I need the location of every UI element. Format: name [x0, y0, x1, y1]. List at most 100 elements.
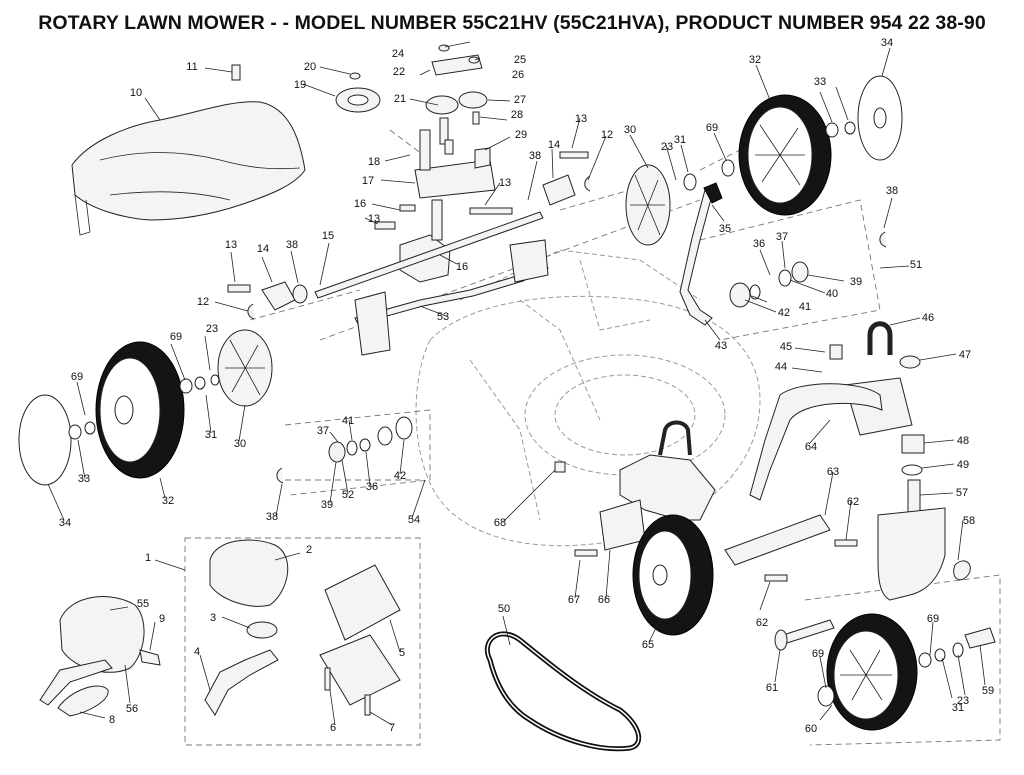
drive-belt-icon: [484, 631, 642, 752]
part-number-label: 45: [780, 341, 792, 353]
part-number-label: 34: [59, 517, 71, 529]
part-number-label: 33: [814, 76, 826, 88]
part-number-label: 34: [881, 37, 893, 49]
part-number-label: 33: [78, 473, 90, 485]
part-number-label: 60: [805, 723, 817, 735]
part-number-label: 20: [304, 61, 316, 73]
front-axle-parts: [749, 321, 925, 501]
part-number-label: 23: [206, 323, 218, 335]
part-number-label: 39: [321, 499, 333, 511]
part-number-label: 5: [399, 647, 405, 659]
part-number-label: 57: [956, 487, 968, 499]
part-number-label: 16: [354, 198, 366, 210]
part-number-label: 42: [778, 307, 790, 319]
part-number-label: 49: [957, 459, 969, 471]
part-number-label: 38: [886, 185, 898, 197]
part-number-label: 6: [330, 722, 336, 734]
part-number-label: 37: [317, 425, 329, 437]
part-number-label: 2: [306, 544, 312, 556]
gearbox-bracket-parts: [374, 129, 589, 230]
axle-rod-part: [354, 239, 549, 356]
part-number-label: 43: [715, 340, 727, 352]
part-number-label: 31: [674, 134, 686, 146]
diagram-title: ROTARY LAWN MOWER - - MODEL NUMBER 55C21…: [38, 12, 986, 34]
part-number-label: 25: [514, 54, 526, 66]
part-number-label: 11: [186, 61, 197, 73]
part-number-label: 13: [499, 177, 511, 189]
part-number-label: 14: [257, 243, 269, 255]
part-number-label: 64: [805, 441, 817, 453]
axle-gearbox-parts: [227, 174, 576, 311]
part-number-label: 7: [389, 722, 395, 734]
part-number-label: 18: [368, 156, 380, 168]
part-number-label: 14: [548, 139, 560, 151]
part-number-label: 48: [957, 435, 969, 447]
assembly-group-lines: [184, 129, 1001, 746]
height-bracket-parts: [877, 479, 971, 601]
part-number-label: 54: [408, 514, 420, 526]
part-number-label: 23: [661, 141, 673, 153]
part-number-label: 13: [575, 113, 587, 125]
drive-gear-parts: [217, 164, 671, 407]
part-number-label: 47: [959, 349, 971, 361]
part-number-label: 36: [753, 238, 765, 250]
part-number-label: 46: [922, 312, 934, 324]
part-number-label: 16: [456, 261, 468, 273]
part-number-label: 67: [568, 594, 580, 606]
part-number-label: 38: [286, 239, 298, 251]
part-number-label: 58: [963, 515, 975, 527]
part-number-label: 15: [322, 230, 334, 242]
bushing-group-right: [729, 231, 887, 308]
part-number-label: 8: [109, 714, 115, 726]
part-number-label: 22: [393, 66, 405, 78]
part-number-label: 29: [515, 129, 527, 141]
part-number-label: 62: [756, 617, 768, 629]
part-number-label: 44: [775, 361, 787, 373]
rear-wheel-icon: [738, 75, 903, 216]
part-number-label: 32: [749, 54, 761, 66]
rear-wheel-icon-left: [18, 341, 220, 486]
part-number-label: 31: [205, 429, 217, 441]
part-number-label: 3: [210, 612, 216, 624]
part-number-label: 61: [766, 682, 778, 694]
part-number-label: 69: [71, 371, 83, 383]
part-number-label: 68: [494, 517, 506, 529]
part-number-label: 66: [598, 594, 610, 606]
part-number-label: 69: [812, 648, 824, 660]
deck-outline-icon: [415, 249, 761, 547]
part-number-label: 41: [799, 301, 811, 313]
part-number-label: 27: [514, 94, 526, 106]
part-number-label: 69: [706, 122, 718, 134]
part-number-label: 35: [719, 223, 731, 235]
part-number-label: 62: [847, 496, 859, 508]
part-number-label: 69: [927, 613, 939, 625]
part-number-label: 30: [624, 124, 636, 136]
part-number-label: 24: [392, 48, 404, 60]
bushing-group-left: [276, 416, 413, 484]
part-number-label: 69: [170, 331, 182, 343]
part-number-label: 39: [850, 276, 862, 288]
part-number-label: 50: [498, 603, 510, 615]
part-number-label: 28: [511, 109, 523, 121]
handle-bag-parts: [39, 596, 161, 717]
part-number-label: 4: [194, 646, 200, 658]
part-number-label: 63: [827, 466, 839, 478]
part-number-label: 42: [394, 470, 406, 482]
part-number-label: 17: [362, 175, 374, 187]
part-number-label: 32: [162, 495, 174, 507]
part-number-label: 10: [130, 87, 142, 99]
front-wheel-icon: [599, 420, 716, 636]
part-number-label: 36: [366, 481, 378, 493]
part-number-label: 12: [601, 129, 613, 141]
part-number-label: 56: [126, 703, 138, 715]
part-number-label: 59: [982, 685, 994, 697]
part-number-label: 53: [437, 311, 449, 323]
part-number-label: 55: [137, 598, 149, 610]
part-number-label: 21: [394, 93, 406, 105]
part-number-label: 65: [642, 639, 654, 651]
part-number-label: 30: [234, 438, 246, 450]
part-number-label: 52: [342, 489, 354, 501]
part-number-label: 38: [529, 150, 541, 162]
